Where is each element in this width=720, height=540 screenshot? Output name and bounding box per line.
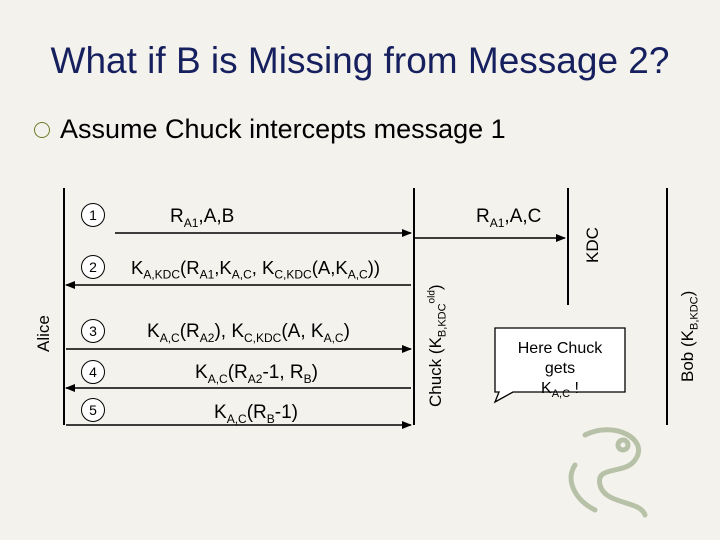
message-5-label: KA,C(RB-1) [214, 402, 298, 426]
message-4-label: KA,C(RA2-1, RB) [195, 362, 318, 386]
dragon-watermark-icon [555, 415, 665, 525]
message-2-label: KA,KDC(RA1,KA,C, KC,KDC(A,KA,C)) [131, 257, 380, 282]
message-1-label: RA1,A,B [170, 206, 234, 230]
message-1-forward-label: RA1,A,C [476, 206, 541, 230]
message-3-label: KA,C(RA2), KC,KDC(A, KA,C) [147, 321, 350, 345]
